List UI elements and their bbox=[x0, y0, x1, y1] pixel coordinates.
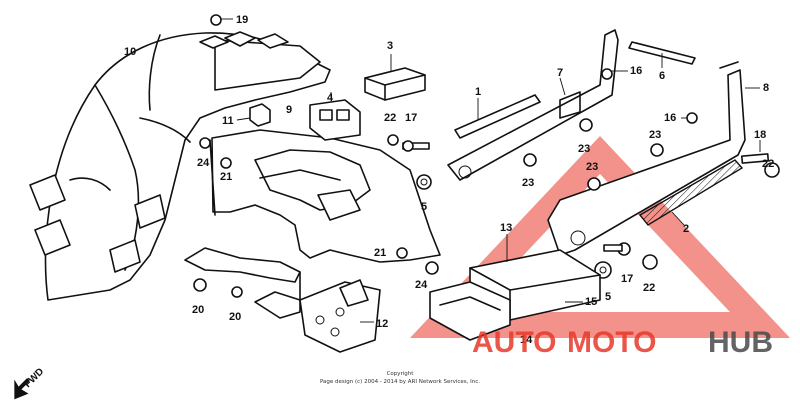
bolt-24b bbox=[425, 261, 439, 275]
nut-23b bbox=[579, 118, 593, 132]
nut-21b bbox=[396, 247, 408, 259]
callout-7: 7 bbox=[557, 67, 563, 79]
callout-9: 9 bbox=[286, 104, 292, 116]
callout-15: 15 bbox=[585, 296, 597, 308]
bolt-18 bbox=[740, 140, 780, 178]
bar-1 bbox=[454, 94, 541, 139]
watermark-logo: AUTO MOTO HUB bbox=[472, 326, 773, 359]
bolt-24a bbox=[199, 137, 211, 149]
callout-16-a: 16 bbox=[630, 65, 642, 77]
license-bracket-12 bbox=[299, 279, 381, 353]
callout-12: 12 bbox=[376, 318, 388, 330]
callout-22-a: 22 bbox=[384, 112, 396, 124]
tail-light-13 bbox=[429, 234, 601, 341]
nut-21a bbox=[220, 157, 232, 169]
callout-20-a: 20 bbox=[192, 304, 204, 316]
nut-23d bbox=[587, 177, 601, 191]
callout-17-b: 17 bbox=[621, 273, 633, 285]
nut-23c bbox=[650, 143, 664, 157]
washer-20a bbox=[193, 278, 207, 292]
callout-11: 11 bbox=[222, 115, 234, 127]
reflector-2 bbox=[638, 159, 744, 226]
callout-23-b: 23 bbox=[578, 143, 590, 155]
callout-5-a: 5 bbox=[421, 201, 427, 213]
callout-22-c: 22 bbox=[643, 282, 655, 294]
callout-19: 19 bbox=[236, 14, 248, 26]
cap-22b bbox=[642, 254, 658, 270]
bolt-17b bbox=[603, 242, 631, 256]
callout-23-c: 23 bbox=[649, 129, 661, 141]
callout-2: 2 bbox=[683, 223, 689, 235]
callout-10: 10 bbox=[124, 46, 136, 58]
grommet-5a bbox=[416, 174, 432, 190]
callout-21-a: 21 bbox=[220, 171, 232, 183]
copyright-line-1: Copyright bbox=[387, 371, 415, 377]
callout-21-b: 21 bbox=[374, 247, 386, 259]
callout-6: 6 bbox=[659, 70, 665, 82]
bolt-19 bbox=[210, 14, 233, 26]
callout-8: 8 bbox=[763, 82, 769, 94]
watermark-word-hub: HUB bbox=[708, 326, 773, 359]
lower-bracket bbox=[184, 247, 301, 319]
callout-20-b: 20 bbox=[229, 311, 241, 323]
unit-3 bbox=[364, 54, 426, 101]
callout-23-d: 23 bbox=[586, 161, 598, 173]
fasteners-center bbox=[387, 134, 430, 152]
callout-17-a: 17 bbox=[405, 112, 417, 124]
grab-rail-8 bbox=[547, 61, 760, 256]
washer-20b bbox=[231, 286, 243, 298]
callout-3: 3 bbox=[387, 40, 393, 52]
inner-fender bbox=[209, 129, 441, 263]
rear-fender bbox=[29, 31, 331, 301]
callout-24-b: 24 bbox=[415, 279, 428, 291]
fwd-label: FWD bbox=[22, 366, 46, 390]
fwd-arrow bbox=[14, 378, 30, 400]
callout-23-a: 23 bbox=[522, 177, 534, 189]
callout-4: 4 bbox=[327, 92, 334, 104]
nut-23a bbox=[523, 153, 537, 167]
callout-14: 14 bbox=[520, 334, 533, 346]
grab-rail-7 bbox=[447, 29, 619, 181]
callout-18: 18 bbox=[754, 129, 766, 141]
callout-1: 1 bbox=[475, 86, 481, 98]
watermark-word-moto: MOTO bbox=[567, 326, 656, 359]
bolt-16a bbox=[601, 68, 628, 80]
rod-6 bbox=[628, 41, 696, 68]
callout-22-b: 22 bbox=[762, 158, 774, 170]
bracket-4 bbox=[309, 92, 361, 141]
copyright-line-2: Page design (c) 2004 - 2014 by ARI Netwo… bbox=[320, 379, 480, 385]
callout-24-a: 24 bbox=[197, 157, 210, 169]
watermark-triangle bbox=[409, 136, 791, 338]
callout-13: 13 bbox=[500, 222, 512, 234]
watermark-word-auto: AUTO bbox=[472, 326, 556, 359]
callout-16-b: 16 bbox=[664, 112, 676, 124]
clip-11 bbox=[236, 103, 271, 127]
callout-5-b: 5 bbox=[605, 291, 611, 303]
bolt-16b bbox=[681, 112, 698, 124]
